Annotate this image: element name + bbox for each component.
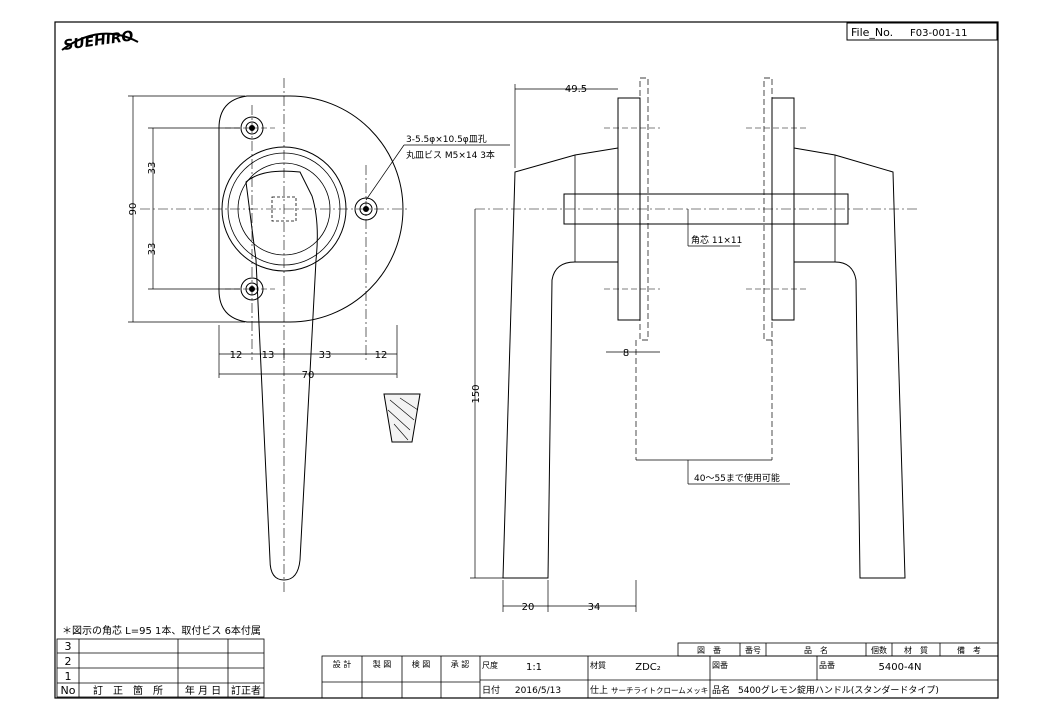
material-value: ZDC₂ — [635, 662, 661, 673]
file-no-value: F03-001-11 — [910, 28, 968, 39]
role-design: 設 計 — [333, 659, 352, 669]
side-view-dimensions — [470, 84, 790, 612]
side-view — [475, 77, 920, 579]
accessory-note: ＊図示の角芯 L=95 1本、取付ビス 6本付属 — [62, 624, 261, 637]
parts-header-material: 材 質 — [904, 645, 928, 655]
role-drafting: 製 図 — [373, 659, 392, 669]
parts-header-name: 品 名 — [804, 645, 828, 655]
role-check: 検 図 — [412, 659, 431, 669]
parts-header-remarks: 備 考 — [957, 645, 981, 655]
scale-label: 尺度 — [482, 660, 498, 670]
number-label: 図番 — [712, 660, 728, 670]
parts-header-no: 番号 — [745, 645, 761, 655]
svg-text:SUEHIRO: SUEHIRO — [62, 28, 134, 54]
file-no-box — [846, 22, 998, 41]
finish-value: サーチライトクロームメッキ — [611, 686, 708, 695]
front-view — [140, 78, 421, 595]
right-lever-side — [793, 147, 906, 579]
revision-header-place: 訂 正 箇 所 — [93, 684, 163, 697]
dim-34: 34 — [588, 602, 601, 613]
parts-header-qty: 個数 — [871, 645, 887, 655]
dim-13: 13 — [262, 350, 275, 361]
name-label: 品名 — [712, 684, 730, 696]
date-label: 日付 — [482, 685, 500, 696]
dim-33-top: 33 — [147, 162, 158, 175]
door-thickness-note: 40～55まで使用可能 — [694, 472, 780, 484]
dim-33-bottom: 33 — [147, 243, 158, 256]
hole-note-1: 3-5.5φ×10.5φ皿孔 — [406, 134, 487, 145]
section-wedge — [383, 393, 421, 443]
left-lever-side — [502, 147, 619, 579]
dim-90: 90 — [128, 203, 139, 216]
dim-8: 8 — [623, 348, 629, 359]
front-view-dimensions — [128, 95, 510, 378]
rose-plate-outline — [218, 95, 404, 323]
name-value: 5400グレモン錠用ハンドル(スタンダードタイプ) — [738, 684, 939, 696]
hole-note-2: 丸皿ビス M5×14 3本 — [406, 149, 495, 161]
dim-49-5: 49.5 — [565, 84, 587, 95]
revision-header-no: No — [61, 684, 76, 697]
revision-row-2: 2 — [65, 655, 72, 668]
title-block — [321, 642, 999, 699]
revision-header-date: 年 月 日 — [185, 684, 221, 697]
material-label: 材質 — [590, 660, 606, 670]
dim-33-bottom-h: 33 — [319, 350, 332, 361]
file-no-label: File_No. — [851, 26, 893, 39]
revision-header-person: 訂正者 — [231, 684, 261, 697]
outer-frame — [54, 21, 999, 699]
dim-20: 20 — [522, 602, 535, 613]
scale-value: 1:1 — [526, 662, 542, 673]
dim-70: 70 — [302, 370, 315, 381]
revision-row-1: 1 — [65, 670, 72, 683]
spindle-note: 角芯 11×11 — [691, 234, 742, 246]
suehiro-logo: SUEHIRO — [61, 28, 139, 54]
dim-12-right: 12 — [375, 350, 388, 361]
part-value: 5400-4N — [879, 662, 922, 673]
parts-header-number: 図 番 — [697, 645, 721, 655]
lever-outline — [245, 170, 318, 581]
date-value: 2016/5/13 — [515, 686, 561, 696]
revision-row-3: 3 — [65, 640, 72, 653]
dim-12-left: 12 — [230, 350, 243, 361]
revision-table — [56, 638, 265, 698]
part-label: 品番 — [819, 660, 835, 670]
finish-label: 仕上 — [590, 684, 608, 696]
role-approve: 承 認 — [451, 659, 470, 669]
dim-150: 150 — [471, 384, 482, 403]
